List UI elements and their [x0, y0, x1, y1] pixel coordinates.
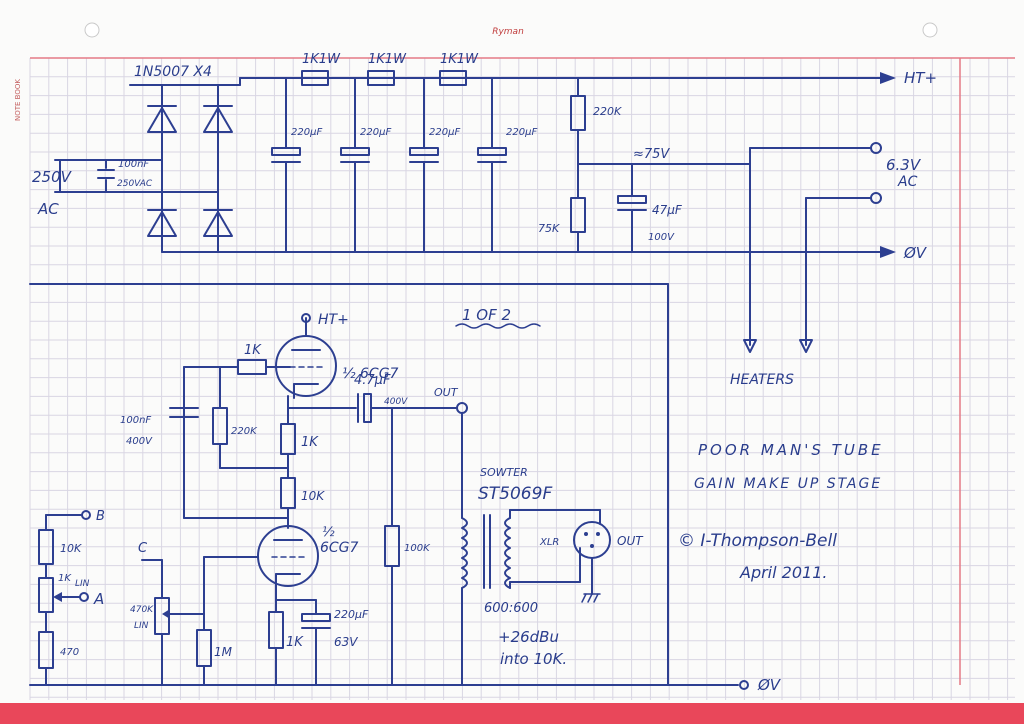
level-line-2: into 10K.	[500, 650, 567, 668]
gain-pot-taper: LIN	[134, 621, 149, 631]
title-line-2: GAIN MAKE UP STAGE	[694, 476, 882, 492]
bridge-rectifier: 1N5007 X4	[119, 64, 241, 239]
punch-hole-right	[922, 22, 938, 38]
heaters-label: HEATERS	[730, 372, 794, 388]
divider-top-label: 220K	[593, 105, 622, 118]
series-resistor-3: 1K1W	[439, 52, 479, 86]
output-cap-rating: 400V	[384, 397, 408, 407]
filter-cap-3: 220µF	[409, 77, 460, 253]
grid-stopper	[237, 359, 267, 375]
stage-ground-label: ØV	[757, 676, 782, 694]
cathode-res-label: 1K	[286, 635, 304, 650]
filter-cap-1: 220µF	[271, 77, 322, 253]
cathode-cap-value: 220µF	[334, 608, 369, 621]
ht-arrow	[880, 72, 896, 84]
channel-label: 1 OF 2	[462, 306, 511, 324]
feedback-cap: 100nF 400V	[120, 407, 199, 447]
date-line: April 2011.	[739, 563, 827, 582]
lower-tube-type: 6CG7	[320, 540, 359, 556]
pot-value-label: 1K	[58, 573, 72, 584]
series-resistor-1-label: 1K1W	[302, 52, 341, 67]
xlr-out-label: OUT	[617, 534, 644, 548]
series-resistor-3-label: 1K1W	[440, 52, 479, 67]
heater-bias-divider: 220K 75K 47µF 100V ≈75V	[538, 77, 751, 253]
output-cap: 4.7µF 400V	[354, 373, 408, 423]
transformer-model: ST5069F	[478, 484, 552, 504]
input-voltage-label: 250V	[32, 168, 73, 186]
heater-supply: 6.3V AC HEATERS	[730, 142, 922, 388]
divider-cap-rating: 100V	[648, 232, 675, 243]
xlr-label: XLR	[539, 537, 559, 548]
filter-cap-3-label: 220µF	[429, 127, 460, 138]
cathode-cap	[301, 613, 331, 622]
divider-cap-label: 47µF	[652, 203, 683, 217]
feedback-cap-rating: 400V	[126, 436, 153, 447]
input-attenuator: B 10K 1K LIN A 470	[38, 509, 105, 686]
notebook-spine-label: NOTE BOOK	[14, 79, 22, 121]
input-res-top-label: 10K	[60, 542, 82, 555]
series-resistor-1: 1K1W	[301, 52, 341, 86]
xlr-connector	[573, 521, 611, 559]
output-cap-value: 4.7µF	[354, 373, 391, 388]
upper-triode: HT+ ½ 6CG7	[275, 312, 399, 399]
stage-ht-label: HT+	[318, 312, 349, 328]
grid-stopper-label: 1K	[244, 343, 262, 358]
filter-cap-2-label: 220µF	[360, 127, 391, 138]
rectifier-label: 1N5007 X4	[134, 64, 212, 80]
filter-cap-4-label: 220µF	[506, 127, 537, 138]
stage-ground-terminal	[739, 680, 749, 690]
ryman-logo: Ryman	[492, 27, 524, 37]
transformer-ratio: 600:600	[484, 601, 538, 616]
pot-taper-label: LIN	[75, 579, 90, 589]
filter-cap-1-label: 220µF	[291, 127, 322, 138]
ground-label: ØV	[903, 244, 928, 262]
input-capacitor	[97, 159, 115, 193]
heater-voltage-label: 6.3V	[886, 156, 922, 174]
transformer-make: SOWTER	[480, 466, 528, 479]
ht-label: HT+	[904, 69, 937, 87]
node-c-label: C	[138, 541, 148, 556]
divider-bottom-label: 75K	[538, 222, 560, 235]
feedback-cap-value: 100nF	[120, 415, 151, 426]
node-b-label: B	[96, 509, 105, 524]
cathode-res-lower-label: 10K	[301, 489, 325, 503]
out-label: OUT	[434, 386, 459, 399]
input-cap-value: 100nF	[118, 159, 149, 170]
upper-tube-label: ½ 6CG7	[342, 366, 399, 382]
gain-stage-section: 1 OF 2 HT+ ½ 6CG7 1K 100nF 400V 220K	[29, 306, 782, 694]
copyright-line: © I-Thompson-Bell	[678, 531, 837, 551]
lower-tube-half: ½	[322, 525, 335, 540]
gain-pot: C 470K LIN	[130, 541, 205, 686]
red-bottom-edge	[0, 703, 1024, 724]
heater-ac-label: AC	[897, 174, 918, 190]
filter-cap-2: 220µF	[340, 77, 391, 253]
power-supply-section: 250V AC 100nF 250VAC 1N5007 X4	[32, 52, 937, 388]
load-res-label: 100K	[404, 543, 431, 554]
cathode-resistor	[268, 611, 284, 649]
cathode-res-upper-label: 1K	[301, 435, 319, 450]
series-resistor-2: 1K1W	[367, 52, 407, 86]
input-cap-rating: 250VAC	[117, 179, 153, 189]
gain-pot-value: 470K	[130, 605, 154, 615]
graph-paper-grid	[29, 57, 1015, 700]
input-res-bottom-label: 470	[60, 647, 79, 658]
divider-voltage-label: ≈75V	[633, 147, 670, 162]
punch-hole-left	[84, 22, 100, 38]
input-ac-label: AC	[37, 200, 59, 218]
output-transformer: SOWTER ST5069F XLR OUT 600:600	[461, 466, 644, 686]
title-line-1: POOR MAN'S TUBE	[698, 441, 884, 459]
node-a-label: A	[93, 590, 104, 608]
channel-label-underline	[455, 323, 541, 329]
feedback-resistor	[212, 407, 228, 445]
grid-leak-label: 1M	[214, 645, 233, 659]
filter-cap-4: 220µF	[477, 77, 537, 253]
series-resistor-2-label: 1K1W	[368, 52, 407, 67]
level-line-1: +26dBu	[498, 628, 559, 646]
lower-triode: ½ 6CG7	[257, 519, 359, 591]
feedback-res-label: 220K	[231, 426, 258, 437]
cathode-cap-rating: 63V	[334, 635, 358, 649]
notes: POOR MAN'S TUBE GAIN MAKE UP STAGE © I-T…	[678, 441, 884, 582]
ground-arrow	[880, 246, 896, 258]
